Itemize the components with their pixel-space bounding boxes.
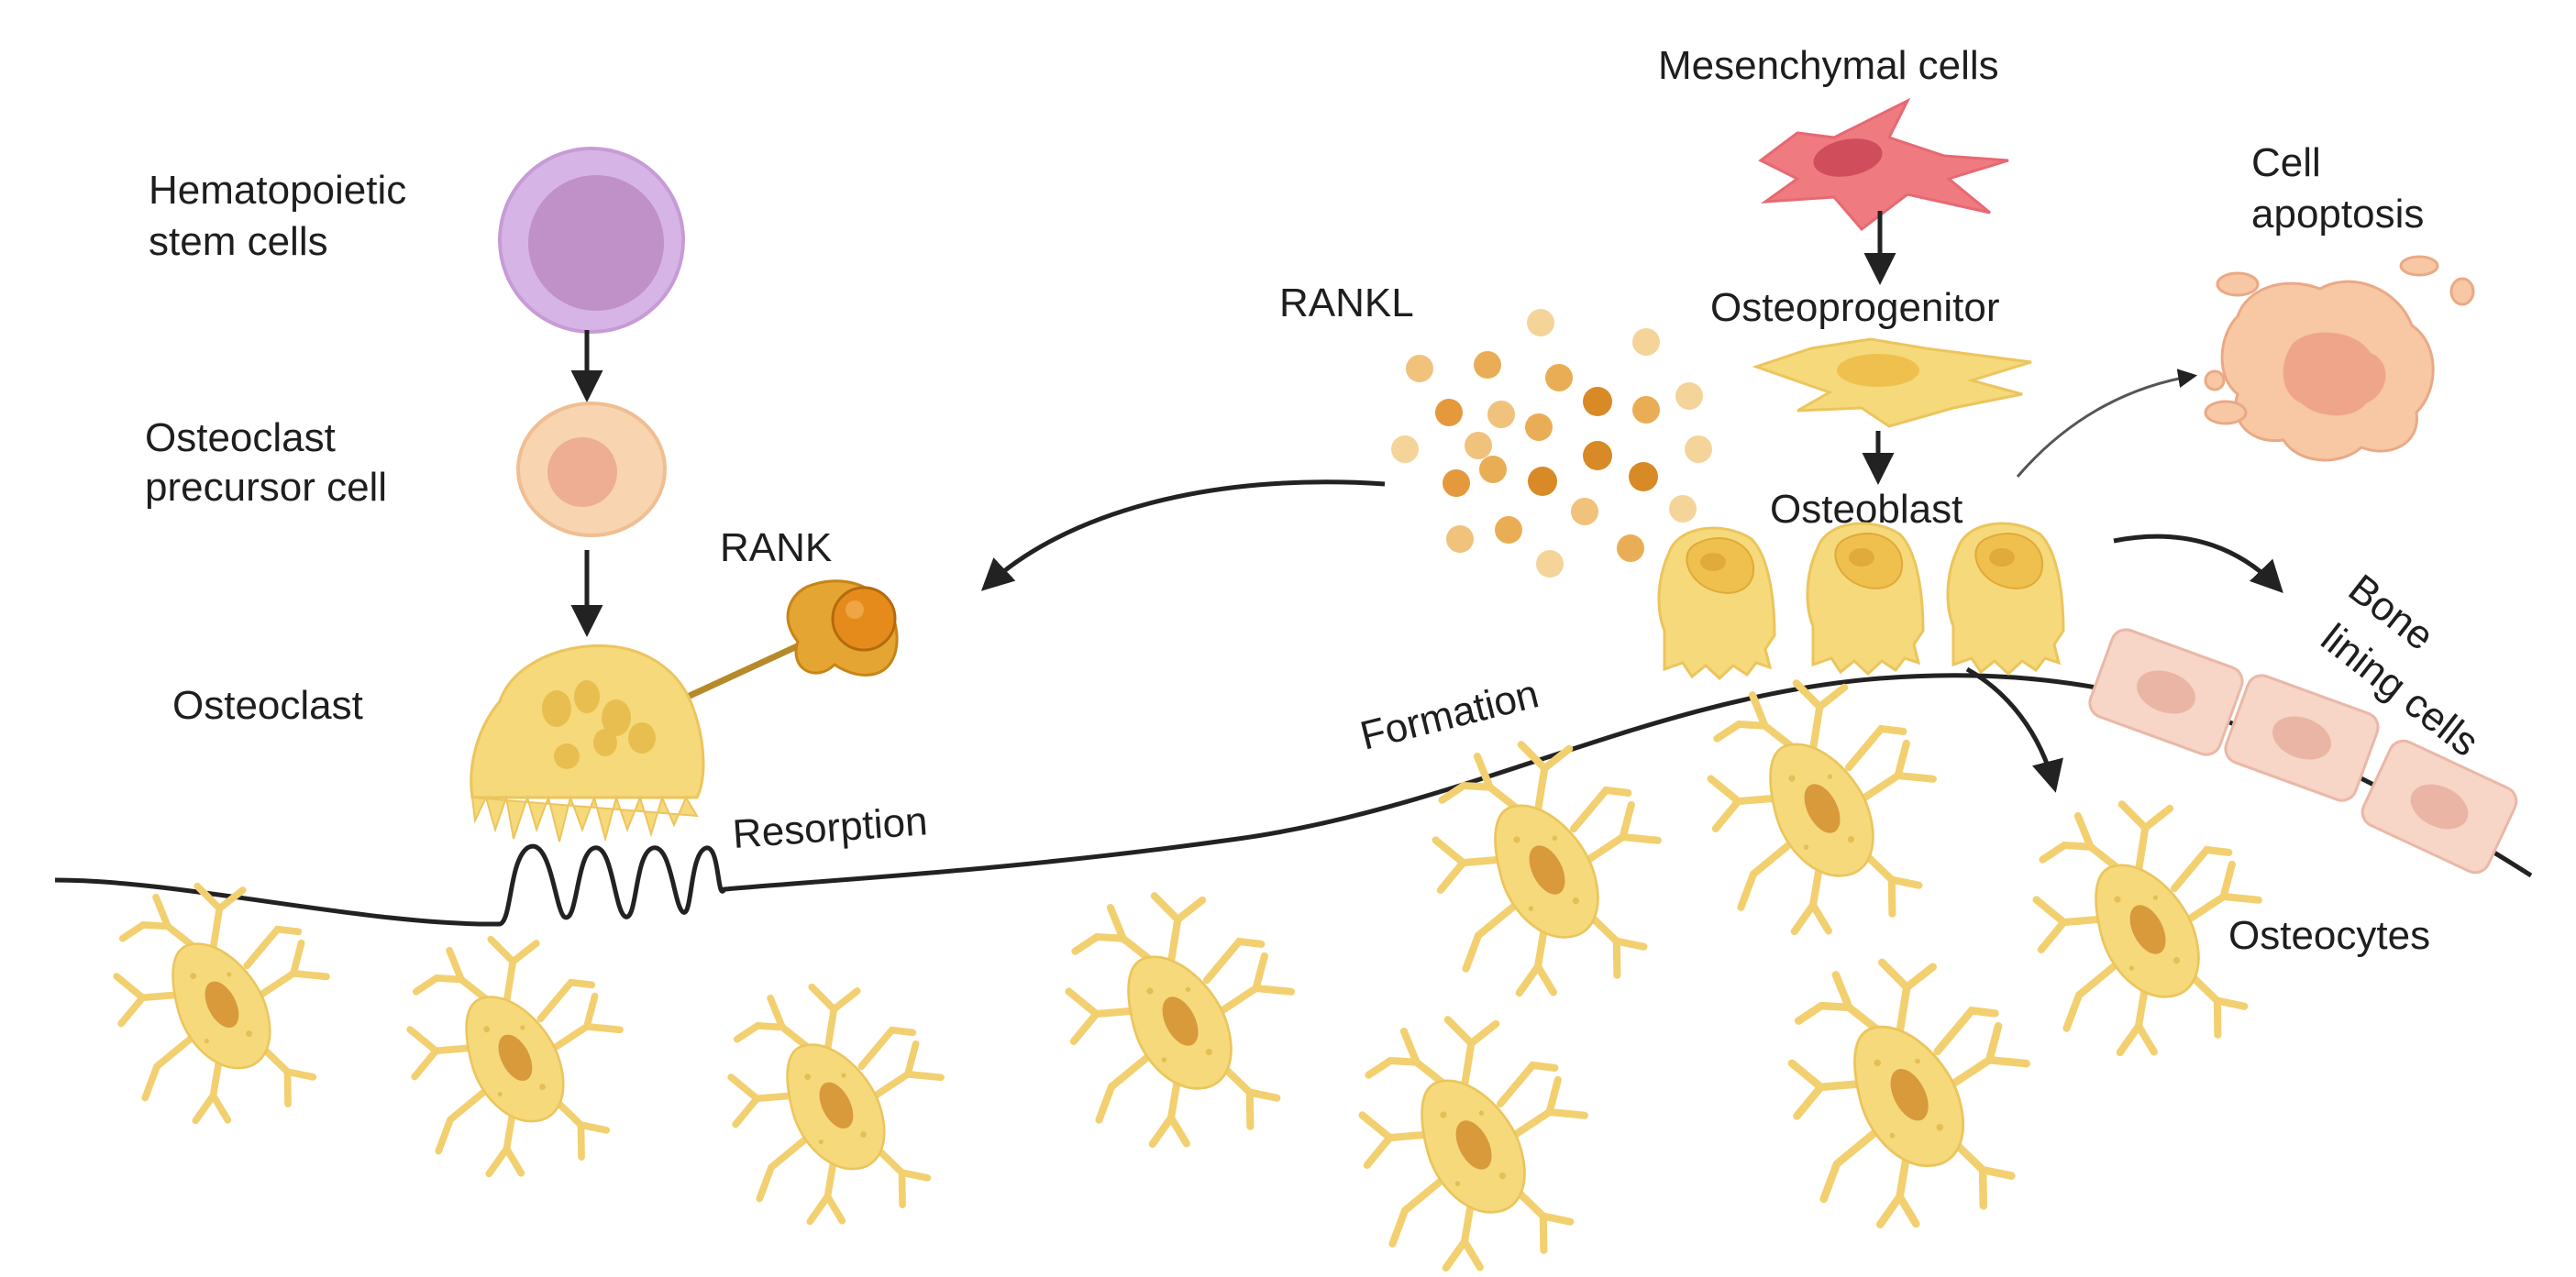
osteoblast-cell-3 (1946, 522, 2065, 676)
osteoblast-cells (1657, 522, 2065, 680)
osteoclast-cell (470, 644, 705, 842)
arrow-osteoblast-to-lining (2113, 534, 2283, 594)
label-osteoclast-precursor-line2: precursor cell (145, 465, 387, 510)
label-cell-apoptosis-line2: apoptosis (2251, 192, 2424, 237)
osteocyte-2 (385, 913, 649, 1194)
osteocyte-1 (92, 860, 356, 1140)
apoptotic-cell (2204, 255, 2475, 462)
label-resorption: Resorption (731, 798, 929, 857)
label-hematopoietic-stem-cells-line2: stem cells (149, 219, 328, 264)
osteoblast-cell-2 (1806, 522, 1925, 676)
label-mesenchymal-cells: Mesenchymal cells (1658, 43, 1999, 88)
osteocyte-8 (1336, 992, 1616, 1277)
lining-cell-1 (2084, 623, 2249, 761)
osteoprogenitor-cell (1752, 337, 2032, 428)
osteoblast-cell-1 (1657, 526, 1776, 680)
osteocyte-6 (1685, 655, 1964, 952)
arrow-osteoblast-to-apoptosis (2016, 369, 2198, 478)
rank-receptor (666, 579, 899, 710)
osteocyte-9 (1764, 933, 2060, 1247)
osteoclast-precursor-cell (516, 402, 667, 537)
osteocyte-3 (706, 961, 970, 1241)
arrow-rankl-to-rank (980, 479, 1386, 591)
rankl-particles (1391, 309, 1712, 578)
hematopoietic-stem-cell (498, 147, 685, 334)
arrow-osteoblast-to-osteocyte (1965, 666, 2063, 793)
label-hematopoietic-stem-cells-line1: Hematopoietic (149, 168, 406, 213)
lining-cell-2 (2219, 669, 2384, 807)
mesenchymal-cell (1758, 97, 2009, 232)
label-rank: RANK (720, 525, 832, 570)
label-osteoclast: Osteoclast (172, 683, 363, 728)
label-osteocytes: Osteocytes (2228, 913, 2430, 958)
label-cell-apoptosis-line1: Cell (2251, 140, 2321, 185)
label-osteoprogenitor: Osteoprogenitor (1710, 285, 2000, 330)
label-rankl: RANKL (1279, 281, 1414, 325)
osteocytes (92, 655, 2289, 1277)
label-formation: Formation (1356, 671, 1543, 758)
label-osteoclast-precursor-line1: Osteoclast (145, 415, 336, 460)
osteocyte-4 (1043, 868, 1322, 1165)
osteocyte-5 (1410, 717, 1689, 1014)
bone-surface-line (54, 673, 2533, 927)
